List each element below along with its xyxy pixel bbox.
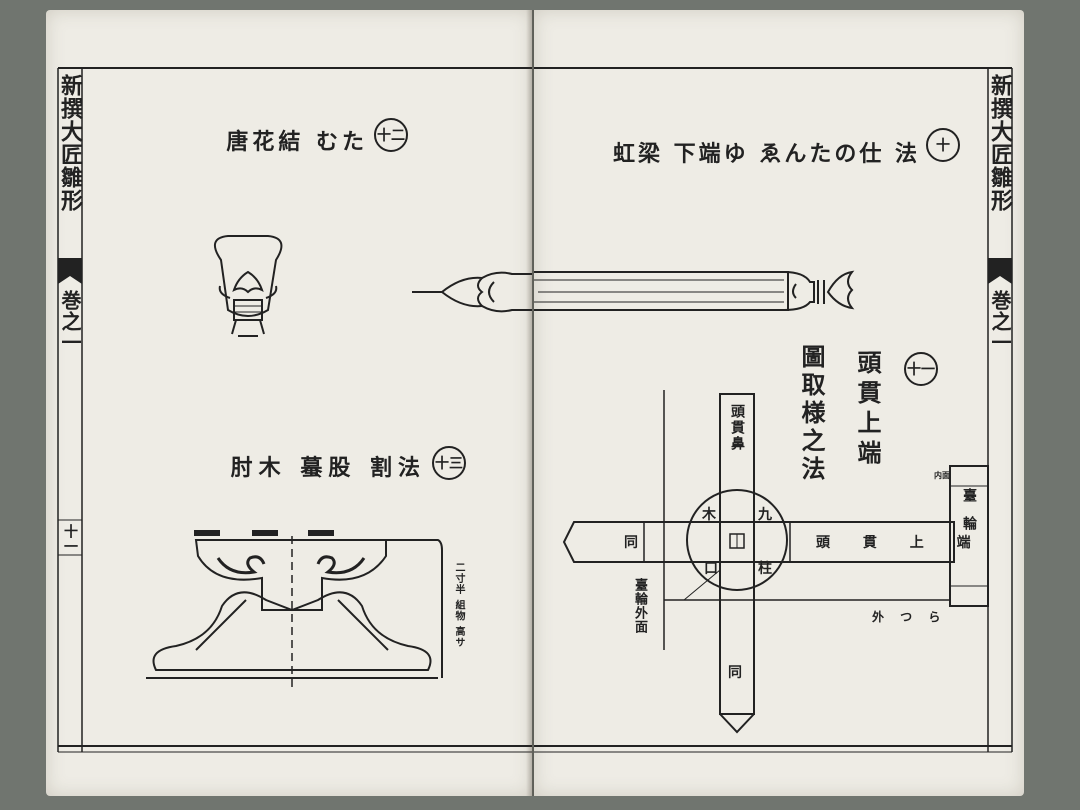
item-11-number: 十一 bbox=[904, 352, 938, 386]
right-spine-title: 新撰大匠雛形 bbox=[987, 74, 1013, 212]
karahana-motif-figure bbox=[213, 235, 283, 337]
left-page: 新撰大匠雛形 巻之一 十一 十二 唐花結 むた 十三 肘木 蟇股 割法 二寸半 … bbox=[46, 10, 532, 796]
label-dou-left: 同 bbox=[624, 535, 638, 551]
label-kashiranuki-uwaba: 頭 貫 上 端 bbox=[816, 535, 985, 551]
label-kyu: 九 bbox=[758, 507, 772, 523]
right-page-frame bbox=[534, 67, 1013, 753]
left-page-number: 十一 bbox=[62, 524, 78, 554]
left-volume-label: 巻之一 bbox=[58, 290, 82, 353]
item-13-number: 十三 bbox=[432, 446, 466, 480]
left-spine-title: 新撰大匠雛形 bbox=[57, 74, 83, 212]
left-page-frame bbox=[57, 67, 532, 753]
kashiranuki-plan-figure bbox=[562, 390, 989, 734]
right-volume-label: 巻之一 bbox=[988, 290, 1012, 353]
item-10-number: 十 bbox=[926, 128, 960, 162]
koryo-beam-end bbox=[412, 271, 532, 313]
label-bashira: 柱 bbox=[758, 561, 772, 577]
item-13-caption: 肘木 蟇股 割法 bbox=[230, 455, 426, 481]
label-kuchi: 口 bbox=[704, 561, 718, 577]
bracket-height-annotation: 二寸半 組物 高サ bbox=[453, 562, 464, 648]
label-uchimen: 内面 bbox=[934, 470, 950, 480]
label-dou-bottom: 同 bbox=[728, 665, 742, 681]
right-page: 新撰大匠雛形 巻之一 十 虹梁 下端ゆ ゑんたの仕 法 十一 頭貫上端 圖取様之… bbox=[534, 10, 1024, 796]
label-daiwa-gaimen: 臺輪外面 bbox=[632, 578, 647, 634]
label-sotozura: 外 つ ら bbox=[872, 610, 947, 624]
item-12-number: 十二 bbox=[374, 118, 408, 152]
item-11-caption-1: 頭貫上端 bbox=[853, 350, 882, 470]
hijiki-kaerumata-figure bbox=[146, 530, 443, 690]
item-11-caption-2: 圖取様之法 bbox=[797, 344, 826, 484]
item-12-caption: 唐花結 むた bbox=[226, 129, 368, 155]
item-10-caption: 虹梁 下端ゆ ゑんたの仕 法 bbox=[613, 141, 920, 167]
koryo-beam-figure bbox=[534, 270, 855, 311]
label-ki: 木 bbox=[702, 507, 716, 523]
label-daiwa: 臺輪 bbox=[961, 488, 977, 544]
label-kashiranuki-hana: 頭貫鼻 bbox=[729, 404, 745, 452]
